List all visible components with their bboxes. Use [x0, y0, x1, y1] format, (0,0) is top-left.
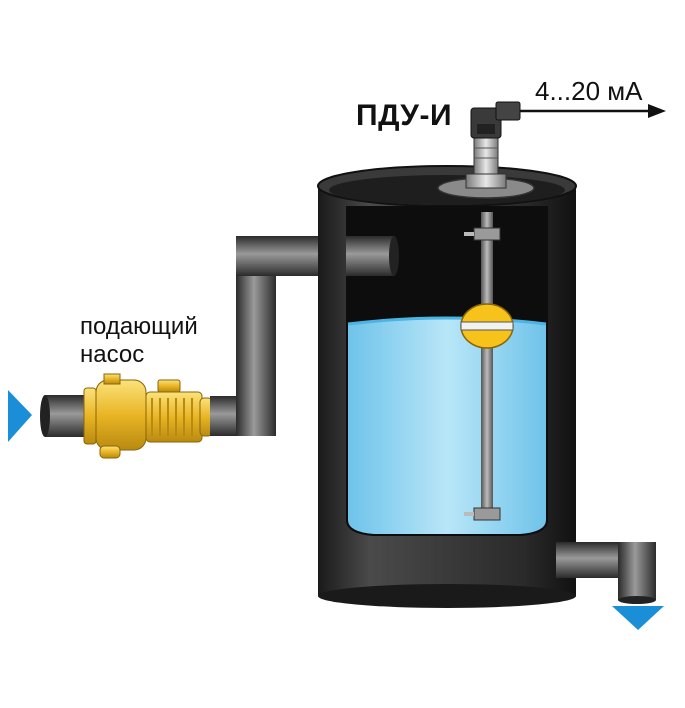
pump-label-line2: насос — [80, 341, 145, 368]
sensor-head — [437, 101, 535, 199]
level-sensor-rod — [464, 212, 501, 521]
pump-label-line1: подающий — [80, 313, 198, 340]
float — [460, 303, 514, 349]
feed-pump — [83, 373, 213, 459]
signal-arrow-icon — [648, 104, 666, 118]
inlet-pipe-end — [40, 395, 50, 437]
outlet-flow-arrow-icon — [612, 606, 664, 630]
signal-output-label: 4...20 мА — [535, 76, 643, 106]
inlet-flow-arrow-icon — [8, 390, 32, 442]
outlet-pipe — [556, 542, 656, 604]
inlet-pipe — [45, 395, 90, 437]
device-name: ПДУ-И — [356, 99, 453, 132]
water — [348, 318, 546, 534]
tank — [317, 165, 577, 608]
